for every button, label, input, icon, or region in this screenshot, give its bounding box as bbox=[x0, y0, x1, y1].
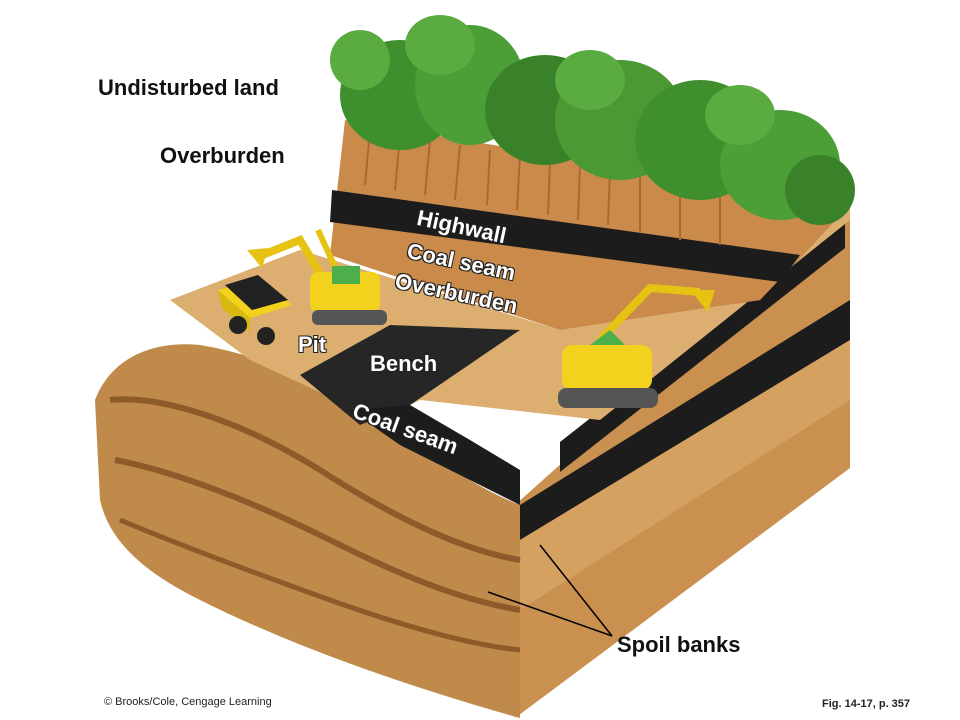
label-bench: Bench bbox=[370, 351, 438, 376]
spoil-bank-ridge-2 bbox=[114, 457, 521, 613]
highwall-face bbox=[330, 120, 850, 330]
bench-coal bbox=[300, 325, 520, 425]
coal-seam-lower-strip bbox=[350, 405, 520, 505]
highwall-coal-seam bbox=[330, 190, 800, 282]
spoil-leader-2 bbox=[487, 591, 613, 637]
spoil-bank-ridge-1 bbox=[109, 396, 521, 563]
copyright-credit: © Brooks/Cole, Cengage Learning bbox=[104, 696, 272, 708]
excavator-lower bbox=[558, 283, 715, 408]
haul-truck bbox=[218, 275, 292, 345]
figure-reference: Fig. 14-17, p. 357 bbox=[822, 698, 911, 710]
label-undisturbed-land: Undisturbed land bbox=[98, 75, 279, 100]
spoil-leader-1 bbox=[539, 544, 613, 637]
coal-seam-right-lower bbox=[520, 300, 850, 540]
forest bbox=[330, 15, 855, 225]
label-pit: Pit bbox=[298, 332, 327, 357]
excavator-upper bbox=[247, 228, 387, 325]
label-overburden-top: Overburden bbox=[160, 143, 285, 168]
spoil-bank-ridge-3 bbox=[119, 517, 521, 653]
label-spoil-banks: Spoil banks bbox=[617, 632, 741, 657]
soil-band bbox=[520, 340, 850, 610]
